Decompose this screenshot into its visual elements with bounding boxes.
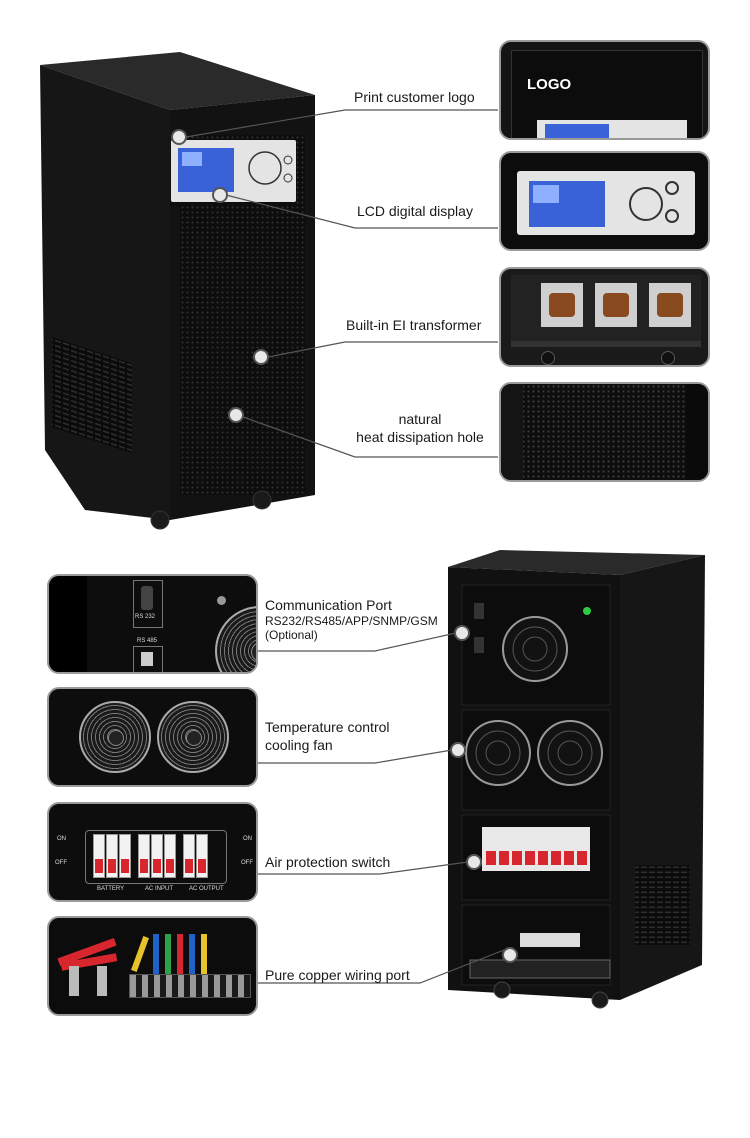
thumb-lcd xyxy=(499,151,710,251)
logo-text: LOGO xyxy=(527,76,572,93)
ups-rear-cabinet xyxy=(448,550,705,1009)
switch-on-left: ON xyxy=(57,836,66,842)
thumb-communication-port: RS 232 RS 485 xyxy=(47,574,258,674)
thumb-cooling-fan xyxy=(47,687,258,787)
thumb-logo: LOGO xyxy=(499,40,710,140)
callout-print-logo: Print customer logo xyxy=(354,89,475,105)
switch-off-right: OFF xyxy=(241,860,253,866)
callout-heat-dissipation: natural heat dissipation hole xyxy=(356,411,484,445)
thumb-air-switch: ON OFF ON OFF BATTERY AC INPUT AC OUTPUT xyxy=(47,802,258,902)
leader-lines-top xyxy=(185,109,498,458)
callout-air-switch: Air protection switch xyxy=(265,854,391,870)
rs485-label: RS 485 xyxy=(137,638,158,644)
rs232-label: RS 232 xyxy=(135,614,156,620)
leader-lines-bottom xyxy=(258,632,505,984)
ac-output-label: AC OUTPUT xyxy=(189,886,224,892)
battery-label: BATTERY xyxy=(97,886,125,892)
thumb-vent xyxy=(499,382,710,482)
callout-wiring-port: Pure copper wiring port xyxy=(265,967,410,983)
ac-input-label: AC INPUT xyxy=(145,886,174,892)
thumb-wiring-port xyxy=(47,916,258,1016)
switch-off-left: OFF xyxy=(55,860,67,866)
thumb-transformer xyxy=(499,267,710,367)
ups-front-cabinet xyxy=(40,52,315,530)
callout-lcd-display: LCD digital display xyxy=(357,203,473,219)
callout-communication-port: Communication Port RS232/RS485/APP/SNMP/… xyxy=(265,597,438,642)
switch-on-right: ON xyxy=(243,836,252,842)
callout-transformer: Built-in EI transformer xyxy=(346,317,482,333)
callout-cooling-fan: Temperature control cooling fan xyxy=(265,719,390,753)
